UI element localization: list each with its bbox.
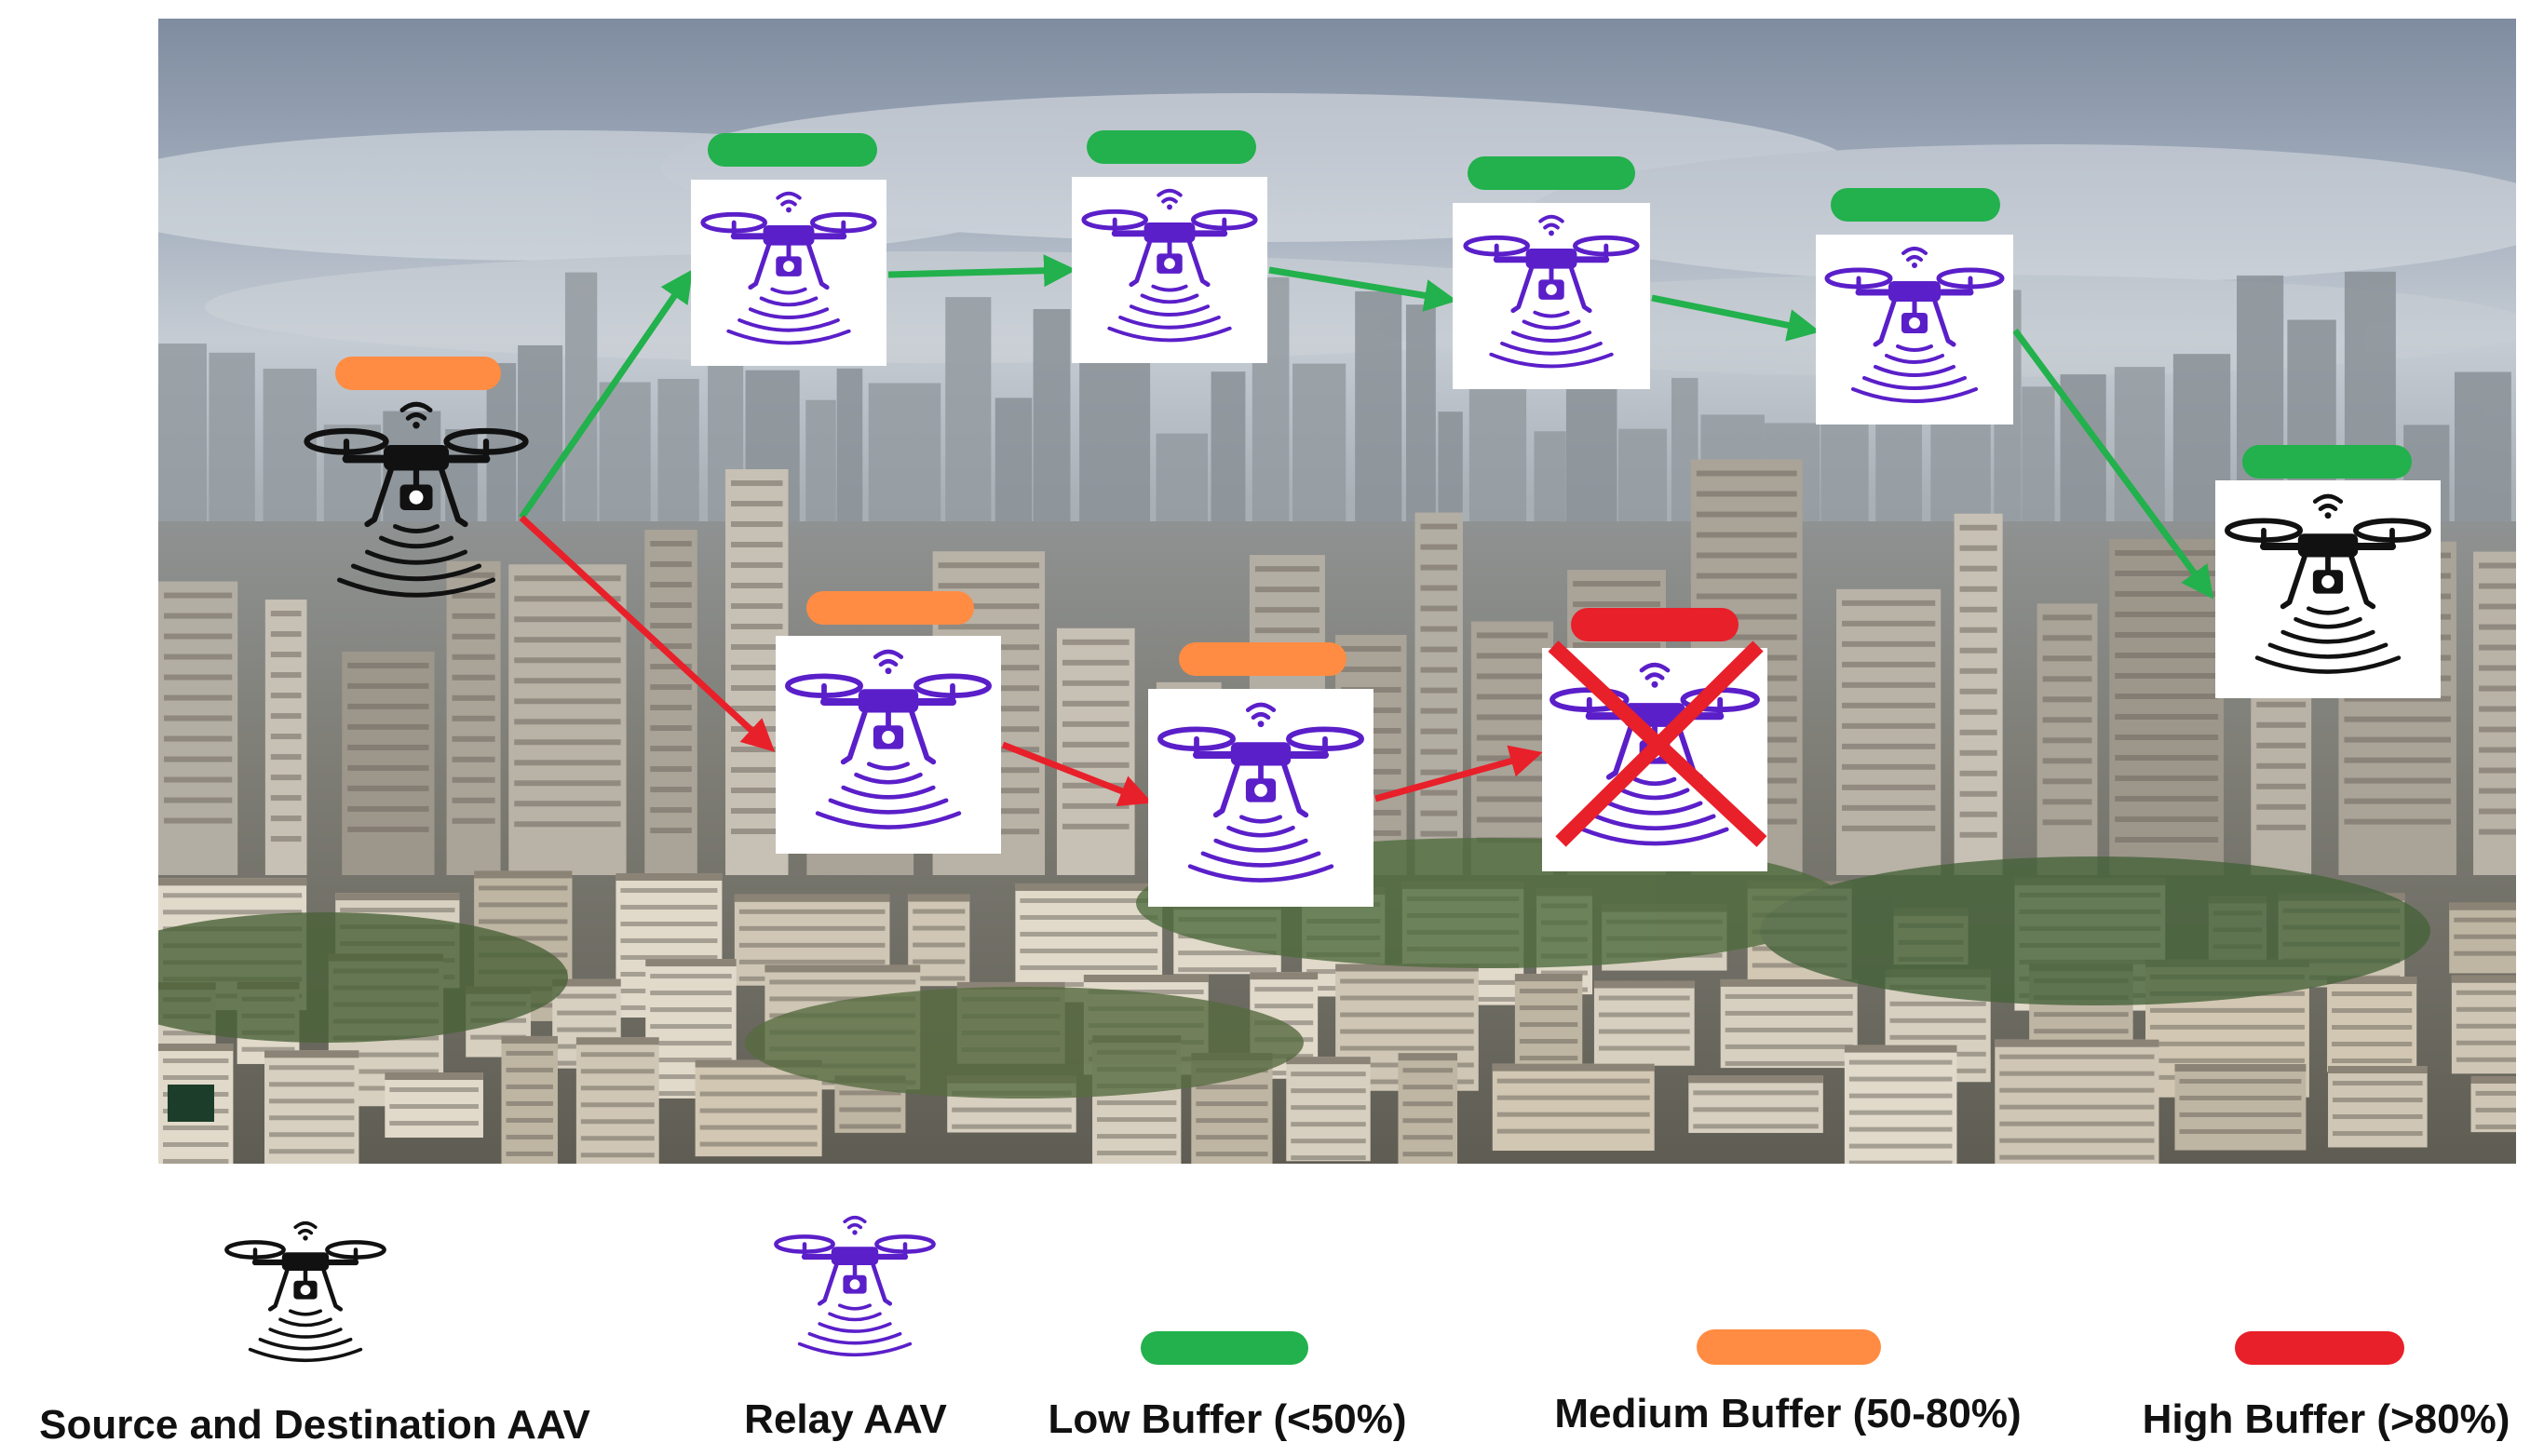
buffer-bar-source: [335, 357, 501, 390]
links-layer: [519, 254, 2214, 807]
link-relay-2-to-relay-3: [1268, 266, 1457, 312]
link-relay-1-to-relay-2: [887, 254, 1076, 288]
legend-endpoint-icon: [226, 1223, 384, 1361]
link-relay-4-to-destination: [2012, 328, 2214, 600]
link-relay-6-to-relay-7: [1374, 745, 1543, 802]
legend-relay-label: Relay AAV: [744, 1396, 947, 1442]
nodes-layer: [307, 130, 2441, 907]
node-destination: [2215, 445, 2441, 698]
legend-relay-icon: [776, 1218, 933, 1355]
node-relay-3: [1453, 156, 1650, 389]
legend-low-swatch: [1141, 1331, 1308, 1365]
city-photo-background: [158, 19, 2516, 1164]
buffer-bar-destination: [2242, 445, 2412, 479]
buffer-bar-relay-6: [1179, 642, 1346, 676]
node-relay-6: [1148, 642, 1373, 907]
node-relay-2: [1072, 130, 1267, 363]
failed-cross-icon: [1548, 640, 1767, 847]
node-relay-5: [776, 591, 1001, 854]
link-source-to-relay-5: [519, 515, 776, 752]
tree-cover: [158, 838, 2430, 1099]
node-relay-7: [1542, 608, 1767, 871]
link-relay-3-to-relay-4: [1651, 294, 1820, 342]
node-source: [307, 357, 526, 595]
legend: [226, 1218, 2404, 1365]
buffer-bar-relay-3: [1468, 156, 1635, 190]
node-relay-4: [1816, 188, 2013, 425]
buffer-bar-relay-1: [708, 133, 877, 167]
link-relay-5-to-relay-6: [1001, 741, 1153, 807]
legend-medium-label: Medium Buffer (50-80%): [1554, 1391, 2022, 1436]
legend-medium-swatch: [1697, 1329, 1881, 1365]
link-source-to-relay-1: [519, 269, 693, 519]
legend-endpoint-label: Source and Destination AAV: [39, 1402, 590, 1448]
legend-high-label: High Buffer (>80%): [2142, 1396, 2510, 1442]
buffer-bar-relay-5: [806, 591, 974, 625]
buffer-bar-relay-7: [1571, 608, 1739, 641]
buffer-bar-relay-2: [1087, 130, 1256, 164]
legend-high-swatch: [2235, 1331, 2404, 1365]
node-relay-1: [691, 133, 886, 366]
legend-low-label: Low Buffer (<50%): [1048, 1396, 1407, 1442]
buffer-bar-relay-4: [1831, 188, 2000, 222]
